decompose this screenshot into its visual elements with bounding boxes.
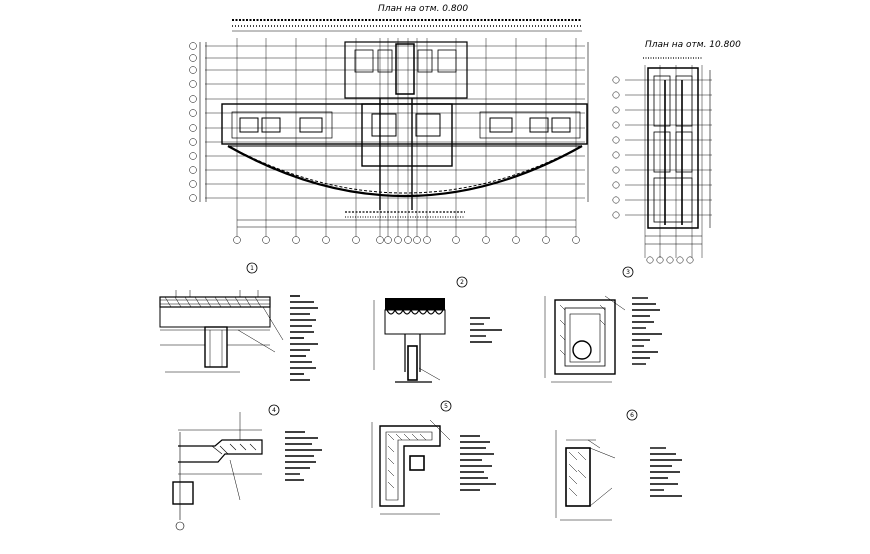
detail-5-marker: 5 — [444, 403, 448, 410]
main-floor-plan — [189, 19, 589, 244]
detail-1-drawing — [159, 262, 318, 381]
detail-3-drawing — [544, 266, 662, 383]
detail-4-marker: 4 — [272, 407, 276, 414]
side-floor-plan — [612, 57, 712, 264]
detail-4-drawing — [172, 404, 322, 531]
detail-1-marker: 1 — [250, 265, 254, 272]
detail-2-marker: 2 — [460, 279, 464, 286]
detail-2-drawing — [373, 276, 502, 383]
detail-5-drawing — [371, 400, 496, 515]
side-plan-title: План на отм. 10.800 — [645, 40, 741, 50]
detail-6-drawing — [555, 409, 682, 521]
detail-6-marker: 6 — [630, 412, 634, 419]
detail-3-marker: 3 — [626, 269, 630, 276]
main-plan-title: План на отм. 0.800 — [378, 4, 469, 14]
